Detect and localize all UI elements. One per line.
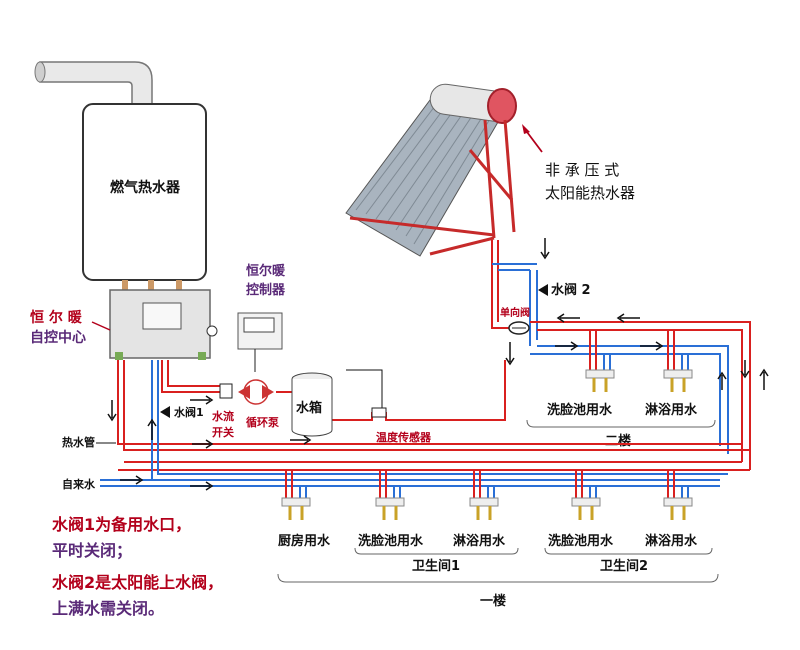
heater-connector-mid xyxy=(148,280,154,290)
solar-water-heater xyxy=(345,83,543,257)
control-center-label-2: 自控中心 xyxy=(30,329,86,346)
check-valve xyxy=(508,321,530,335)
solar-tank-end xyxy=(487,88,517,124)
tap-water-label: 自来水 xyxy=(62,477,96,491)
flue-opening xyxy=(34,61,46,83)
heater-connector-right xyxy=(176,280,182,290)
control-center-pointer xyxy=(91,321,111,331)
heating-controller xyxy=(237,312,283,372)
valve2-label: 水阀 2 xyxy=(551,282,591,298)
pressure-gauge-icon xyxy=(206,325,218,337)
floor2-fixture2: 淋浴用水 xyxy=(645,402,698,418)
flow-switch-label-1: 水流 xyxy=(212,409,234,423)
floor1-bracket xyxy=(277,573,719,583)
valve2-icon xyxy=(538,284,548,296)
floor2-label: 二楼 xyxy=(605,433,631,449)
bathroom2-label: 卫生间2 xyxy=(600,558,648,574)
second-floor-pipes xyxy=(530,321,751,470)
floor2-bracket xyxy=(526,419,716,428)
controller-label-2: 控制器 xyxy=(246,282,286,298)
note1-line1: 水阀1为备用水口， xyxy=(52,515,191,534)
floor1-bath2-sink: 洗脸池用水 xyxy=(548,533,614,549)
controller-label-1: 恒尔暖 xyxy=(246,263,286,279)
flow-arrows xyxy=(107,238,769,491)
floor1-bath1-shower: 淋浴用水 xyxy=(453,533,506,549)
valve1-icon xyxy=(160,406,170,418)
bathroom2-bracket xyxy=(544,547,713,555)
bathroom1-label: 卫生间1 xyxy=(412,558,460,574)
main-pipes xyxy=(100,360,750,498)
note2-line2: 上满水需关闭。 xyxy=(52,599,164,618)
water-tank xyxy=(291,372,333,437)
solar-pipes xyxy=(491,240,538,346)
floor1-label: 一楼 xyxy=(480,593,506,609)
floor1-bath1-sink: 洗脸池用水 xyxy=(358,533,424,549)
floor1-bath2-shower: 淋浴用水 xyxy=(645,533,698,549)
note1-line2: 平时关闭； xyxy=(52,541,132,560)
note2-line1: 水阀2是太阳能上水阀， xyxy=(52,573,223,592)
floor2-fixture1: 洗脸池用水 xyxy=(547,402,613,418)
control-center-screen xyxy=(142,302,182,330)
circulation-pump xyxy=(238,379,274,405)
bathroom1-bracket xyxy=(354,547,519,555)
pump-label: 循环泵 xyxy=(246,415,279,429)
valve1-label: 水阀1 xyxy=(174,405,204,419)
temperature-sensor xyxy=(371,407,387,418)
control-center-unit xyxy=(109,289,218,360)
first-floor-taps xyxy=(281,497,693,520)
flue-pipe xyxy=(39,61,153,109)
flow-switch xyxy=(219,383,233,399)
gas-heater-body xyxy=(82,103,207,281)
gas-water-heater: 燃气热水器 xyxy=(34,61,207,290)
temp-sensor-label: 温度传感器 xyxy=(376,430,432,444)
check-valve-label: 单向阀 xyxy=(500,306,530,319)
second-floor-taps xyxy=(585,369,693,392)
hot-water-pipe-label: 热水管 xyxy=(62,435,95,449)
water-tank-label: 水箱 xyxy=(296,400,322,416)
flow-switch-label-2: 开关 xyxy=(212,425,234,439)
heater-connector-left xyxy=(122,280,128,290)
solar-label-2: 太阳能热水器 xyxy=(545,184,635,202)
floor1-kitchen: 厨房用水 xyxy=(278,533,331,549)
control-center-label-1: 恒 尔 暖 xyxy=(30,309,83,326)
gas-heater-label: 燃气热水器 xyxy=(110,179,181,196)
solar-label-1: 非 承 压 式 xyxy=(545,161,619,179)
